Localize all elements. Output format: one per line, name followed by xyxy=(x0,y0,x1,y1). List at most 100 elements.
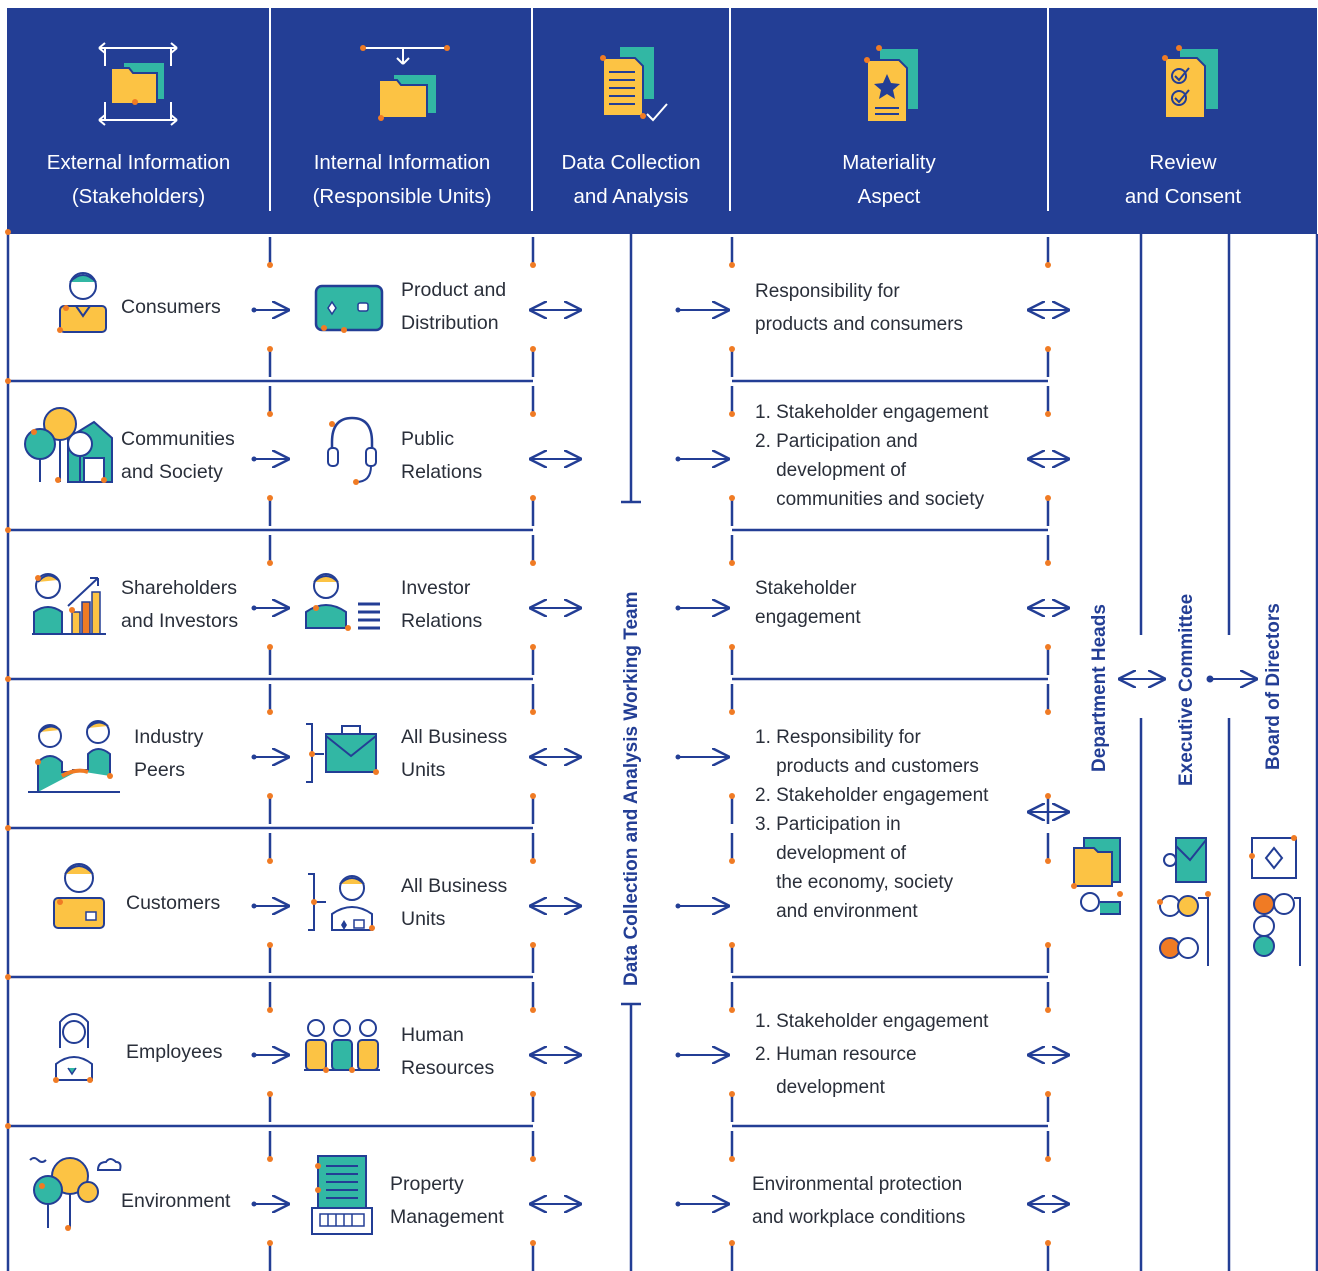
stakeholder-label: Employees xyxy=(126,1036,222,1069)
arrow-start-dot xyxy=(251,307,257,313)
connector-dot xyxy=(267,1091,273,1097)
aspect-line: 1. Stakeholder engagement xyxy=(755,1011,989,1032)
header-title-line1: Data Collection xyxy=(561,151,701,174)
label-line: Consumers xyxy=(121,295,221,318)
connector-dot xyxy=(530,346,536,352)
connector-dot xyxy=(729,1091,735,1097)
connector-dot xyxy=(729,793,735,799)
connector-dot xyxy=(1045,644,1051,650)
label-line: Public xyxy=(401,428,455,450)
department-heads-icon xyxy=(1071,837,1123,915)
header-col-materiality: Materiality Aspect xyxy=(731,8,1047,234)
aspect-line: 2. Human resource xyxy=(755,1044,917,1065)
connector-dot xyxy=(1045,793,1051,799)
arrow-start-dot xyxy=(675,754,681,760)
arrow-start-dot xyxy=(675,903,681,909)
aspect-line: 3. Participation in xyxy=(755,814,901,835)
materiality-aspect-label: 1. Responsibility for products and custo… xyxy=(755,723,988,926)
aspect-line: 2. Stakeholder engagement xyxy=(755,785,989,806)
connector-dot xyxy=(5,229,11,235)
row-grid xyxy=(8,237,1050,1271)
connector-dot xyxy=(1045,1240,1051,1246)
connectors xyxy=(251,307,1069,1207)
aspect-line: products and customers xyxy=(755,756,979,777)
header-col-review: Review and Consent xyxy=(1049,8,1317,234)
connector-dot xyxy=(729,495,735,501)
connector-dot xyxy=(1045,1007,1051,1013)
connector-dot xyxy=(1045,411,1051,417)
connector-dot xyxy=(267,942,273,948)
header-title-line2: Aspect xyxy=(857,185,921,208)
connector-dot xyxy=(530,560,536,566)
folder-input-icon xyxy=(360,45,450,121)
aspect-line: products and consumers xyxy=(755,314,964,335)
briefcase-icon xyxy=(306,723,379,783)
arrow-start-dot xyxy=(251,903,257,909)
connector-dot xyxy=(267,346,273,352)
label-line: Units xyxy=(401,908,446,930)
connector-dot xyxy=(729,1007,735,1013)
connector-dot xyxy=(1045,1091,1051,1097)
executive-committee-label: Executive Committee xyxy=(1176,593,1197,786)
label-line: and Society xyxy=(121,461,223,483)
connector-dot xyxy=(1045,560,1051,566)
arrow-start-dot xyxy=(675,605,681,611)
connector-dot xyxy=(5,378,11,384)
connector-dot xyxy=(729,411,735,417)
label-line: Employees xyxy=(126,1040,223,1063)
arrow-start-dot xyxy=(675,307,681,313)
connector-dot xyxy=(5,1123,11,1129)
connector-dot xyxy=(5,527,11,533)
header-title-line1: External Information xyxy=(46,151,231,174)
label-line: Distribution xyxy=(401,312,499,334)
header-divider xyxy=(531,8,533,211)
connector-dot xyxy=(267,411,273,417)
aspect-line: and environment xyxy=(755,901,918,922)
arrow-start-dot xyxy=(251,456,257,462)
aspect-line: Environmental protection xyxy=(752,1174,963,1195)
header-bar: External Information (Stakeholders) Inte… xyxy=(7,8,1317,234)
product-card-icon xyxy=(314,284,384,333)
trees-cloud-icon xyxy=(29,1157,122,1231)
board-of-directors-label: Board of Directors xyxy=(1263,603,1284,770)
connector-dot xyxy=(267,560,273,566)
connector-dot xyxy=(530,942,536,948)
header-col-internal: Internal Information (Responsible Units) xyxy=(271,8,533,234)
label-line: Peers xyxy=(134,759,185,781)
arrow-start-dot xyxy=(251,1201,257,1207)
label-line: Relations xyxy=(401,610,483,632)
header-title-line1: Internal Information xyxy=(313,151,491,174)
aspect-line: development xyxy=(755,1077,885,1098)
stakeholder-label: Consumers xyxy=(121,291,221,324)
connector-dot xyxy=(530,1091,536,1097)
connector-dot xyxy=(267,495,273,501)
aspect-line: the economy, society xyxy=(755,872,954,893)
connector-dot xyxy=(267,644,273,650)
arrow-start-dot xyxy=(251,1052,257,1058)
connector-dot xyxy=(729,858,735,864)
connector-dot xyxy=(530,709,536,715)
connector-dot xyxy=(1045,262,1051,268)
connector-dot xyxy=(1045,1156,1051,1162)
diagram-frame xyxy=(6,234,1318,1271)
connector-dot xyxy=(5,825,11,831)
connector-dot xyxy=(5,676,11,682)
investor-relations-person-icon xyxy=(305,573,380,631)
connector-dots xyxy=(5,229,1051,1246)
arrow-start-dot xyxy=(251,605,257,611)
connector-dot xyxy=(1045,709,1051,715)
team-people-icon xyxy=(304,1019,380,1073)
header-col-data: Data Collection and Analysis xyxy=(533,8,729,234)
connector-dot xyxy=(5,974,11,980)
aspect-line: Responsibility for xyxy=(755,281,900,302)
customer-person-icon xyxy=(53,863,105,929)
header-title-line1: Review xyxy=(1149,151,1217,174)
label-line: Industry xyxy=(134,726,204,748)
connector-dot xyxy=(530,793,536,799)
aspect-line: communities and society xyxy=(755,489,985,510)
